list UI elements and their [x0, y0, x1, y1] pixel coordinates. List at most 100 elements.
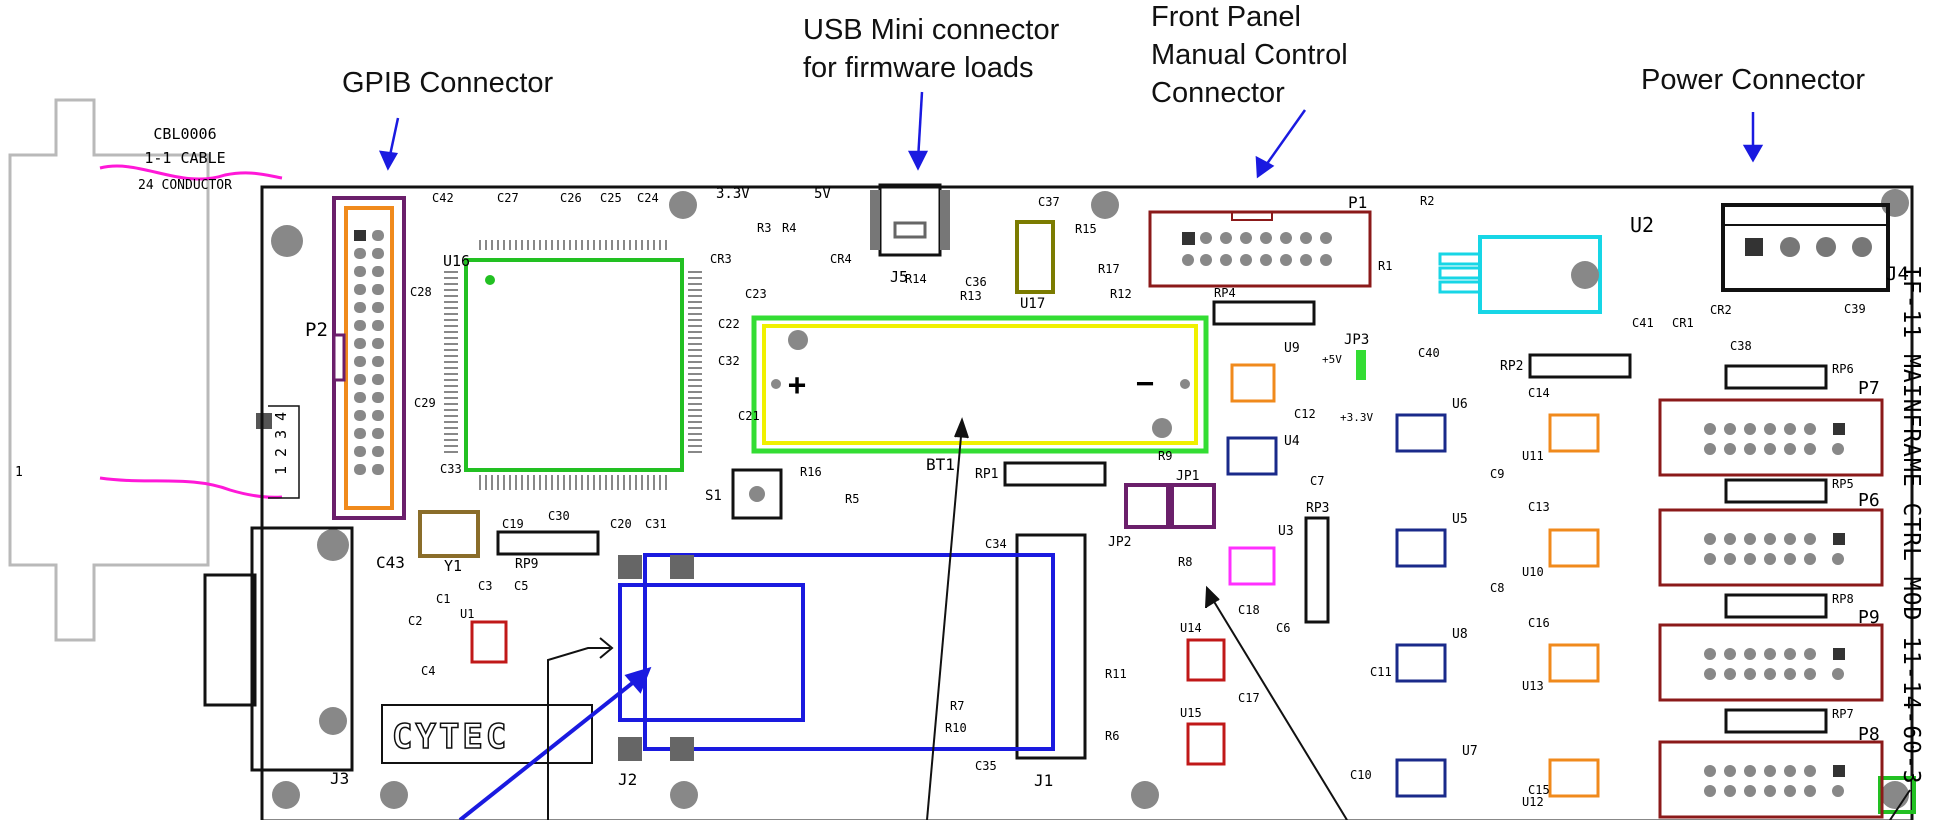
label-y1: Y1 — [444, 557, 462, 575]
label-u1: U1 — [460, 607, 474, 621]
label-u7: U7 — [1462, 744, 1478, 759]
j2-pad — [670, 555, 694, 579]
label-u10: U10 — [1522, 565, 1544, 579]
battery-plus: + — [788, 368, 806, 403]
label-j3: J3 — [330, 769, 349, 788]
label-r3: R3 — [757, 221, 771, 235]
resistor-packs — [496, 300, 1828, 734]
callout-usb-line1: USB Mini connector — [803, 14, 1060, 46]
label-bt1: BT1 — [926, 455, 955, 474]
label-c9: C9 — [1490, 467, 1504, 481]
label-c42: C42 — [432, 191, 454, 205]
rp6 — [1724, 364, 1828, 390]
label-p8: P8 — [1858, 724, 1880, 745]
label-r15: R15 — [1075, 222, 1097, 236]
label-r5: R5 — [845, 492, 859, 506]
j2-pad — [618, 737, 642, 761]
label-j4: J4 — [1886, 263, 1909, 285]
label-c10: C10 — [1350, 768, 1372, 782]
mount-hole — [670, 781, 698, 809]
label-jp3: JP3 — [1344, 332, 1369, 348]
power-corner-marker — [1878, 776, 1916, 814]
label-p6: P6 — [1858, 490, 1880, 511]
label-u16: U16 — [443, 252, 470, 270]
callout-front-panel-line1: Front Panel — [1151, 1, 1301, 33]
label-rp8: RP8 — [1832, 592, 1854, 606]
p1-pins — [1182, 232, 1332, 266]
usb-shield-tab — [940, 190, 950, 250]
rp7 — [1724, 708, 1828, 734]
cable-label-3: 24 CONDUCTOR — [138, 178, 232, 193]
label-c22: C22 — [718, 317, 740, 331]
label-c17: C17 — [1238, 691, 1260, 705]
output-header-pins — [1704, 423, 1845, 797]
ic-u13 — [1548, 643, 1600, 683]
label-c7: C7 — [1310, 474, 1324, 488]
cable-pin1-label: 1 — [15, 465, 23, 480]
mount-hole — [669, 191, 697, 219]
label-rp6: RP6 — [1832, 362, 1854, 376]
label-c5: C5 — [514, 579, 528, 593]
switch-s1 — [731, 468, 783, 520]
label-c39: C39 — [1844, 302, 1866, 316]
label-r7: R7 — [950, 699, 964, 713]
pcb-outline — [260, 185, 1914, 820]
label-c3: C3 — [478, 579, 492, 593]
label-c19: C19 — [502, 517, 524, 531]
label-rp5: RP5 — [1832, 477, 1854, 491]
mcu-pins — [444, 240, 702, 490]
label-p2: P2 — [305, 319, 328, 341]
crystal-y1 — [418, 510, 480, 558]
gpib-plug-outline — [8, 98, 210, 642]
label-33v: 3.3V — [716, 186, 750, 202]
label-c30: C30 — [548, 509, 570, 523]
label-u3: U3 — [1278, 524, 1294, 539]
label-c27: C27 — [497, 191, 519, 205]
callout-usb-line2: for firmware loads — [803, 52, 1034, 84]
usb-j5-outline — [878, 183, 942, 257]
label-u5: U5 — [1452, 512, 1468, 527]
label-c18: C18 — [1238, 603, 1260, 617]
passive-labels: C42 C27 C26 C25 C24 3.3V 5V R3 R4 CR3 CR… — [376, 186, 1866, 797]
label-r8: R8 — [1178, 555, 1192, 569]
j2-highlight-box — [643, 553, 1055, 751]
label-c15: C15 — [1528, 783, 1550, 797]
callout-power-connector: Power Connector — [1641, 64, 1866, 96]
label-jp2: JP2 — [1108, 535, 1131, 550]
label-p9: P9 — [1858, 607, 1880, 628]
label-c21: C21 — [738, 409, 760, 423]
connector-j1 — [1015, 533, 1087, 760]
cable-pin-numbers: 1 2 3 4 — [272, 412, 290, 475]
label-rp7: RP7 — [1832, 707, 1854, 721]
label-u12: U12 — [1522, 795, 1544, 809]
label-u15: U15 — [1180, 706, 1202, 720]
cable-key-pad — [256, 413, 272, 429]
callout-arrows — [378, 91, 1764, 179]
label-r9: R9 — [1158, 449, 1172, 463]
p1-key — [1231, 211, 1273, 221]
label-u8: U8 — [1452, 627, 1468, 642]
label-c13: C13 — [1528, 500, 1550, 514]
label-c31: C31 — [645, 517, 667, 531]
p2-pin-block — [344, 206, 394, 510]
label-r4: R4 — [782, 221, 796, 235]
label-r14: R14 — [905, 272, 927, 286]
ic-u6 — [1395, 413, 1447, 453]
logic-ics — [470, 363, 1600, 798]
rp9 — [496, 530, 600, 556]
rp2 — [1528, 353, 1632, 379]
label-p1: P1 — [1348, 193, 1367, 212]
u17-chip — [1015, 220, 1055, 294]
mount-hole — [1091, 191, 1119, 219]
label-c37: C37 — [1038, 195, 1060, 209]
p9-header — [1658, 623, 1884, 702]
label-r6: R6 — [1105, 729, 1119, 743]
cytec-logo-box — [381, 704, 593, 764]
label-u11: U11 — [1522, 449, 1544, 463]
ic-u5 — [1395, 528, 1447, 568]
mcu-u16 — [464, 258, 684, 472]
p6-header — [1658, 508, 1884, 587]
label-u9: U9 — [1284, 341, 1300, 356]
j4-power-connector — [1721, 203, 1890, 292]
